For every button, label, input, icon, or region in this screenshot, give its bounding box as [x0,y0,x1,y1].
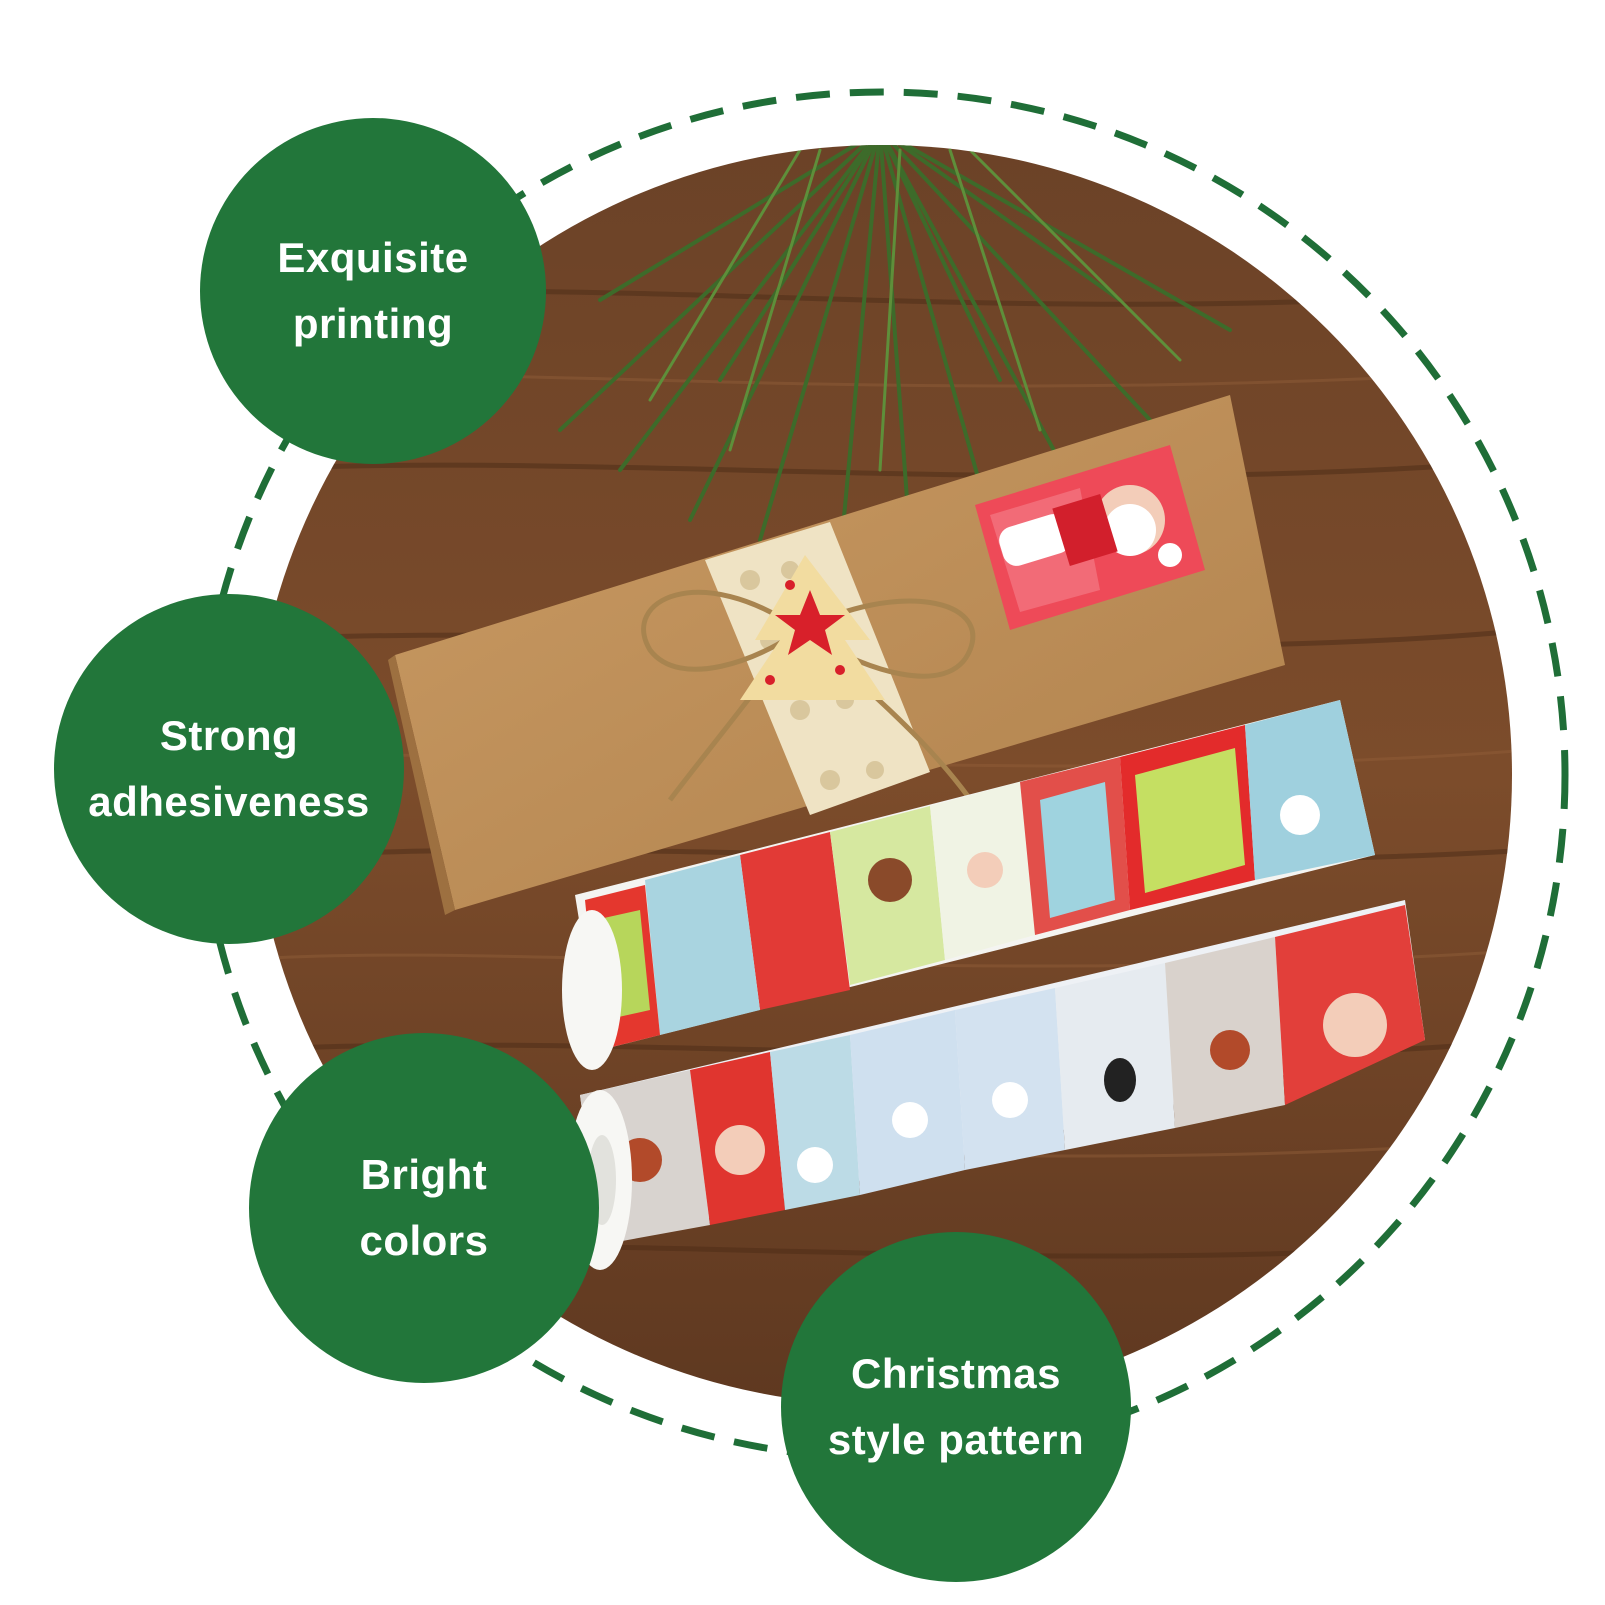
sticker-strip-lower [568,900,1425,1270]
pine-branch [558,145,1232,562]
feature-badge-text: Exquisite printing [277,225,468,357]
gift-box [388,395,1285,915]
feature-badge-colors: Bright colors [249,1033,599,1383]
tree-ornament [740,555,885,700]
feature-badge-text: Christmas style pattern [828,1341,1084,1473]
feature-badge-adhesiveness: Strong adhesiveness [54,594,404,944]
feature-line-1: Exquisite [277,234,469,281]
feature-badge-text: Bright colors [359,1142,488,1274]
feature-badge-text: Strong adhesiveness [88,703,370,835]
feature-line-2: colors [359,1217,489,1264]
feature-line-1: Bright [360,1151,488,1198]
feature-line-2: style pattern [827,1416,1085,1463]
santa-sticker [975,445,1205,630]
feature-badge-pattern: Christmas style pattern [781,1232,1131,1582]
feature-line-1: Christmas [851,1350,1061,1397]
feature-badge-printing: Exquisite printing [200,118,546,464]
dashed-ring [195,88,1569,1462]
feature-line-2: adhesiveness [88,778,370,825]
product-photo [252,145,1512,1405]
feature-line-2: printing [292,300,454,347]
sticker-strip-upper [562,700,1375,1070]
feature-line-1: Strong [159,712,299,759]
